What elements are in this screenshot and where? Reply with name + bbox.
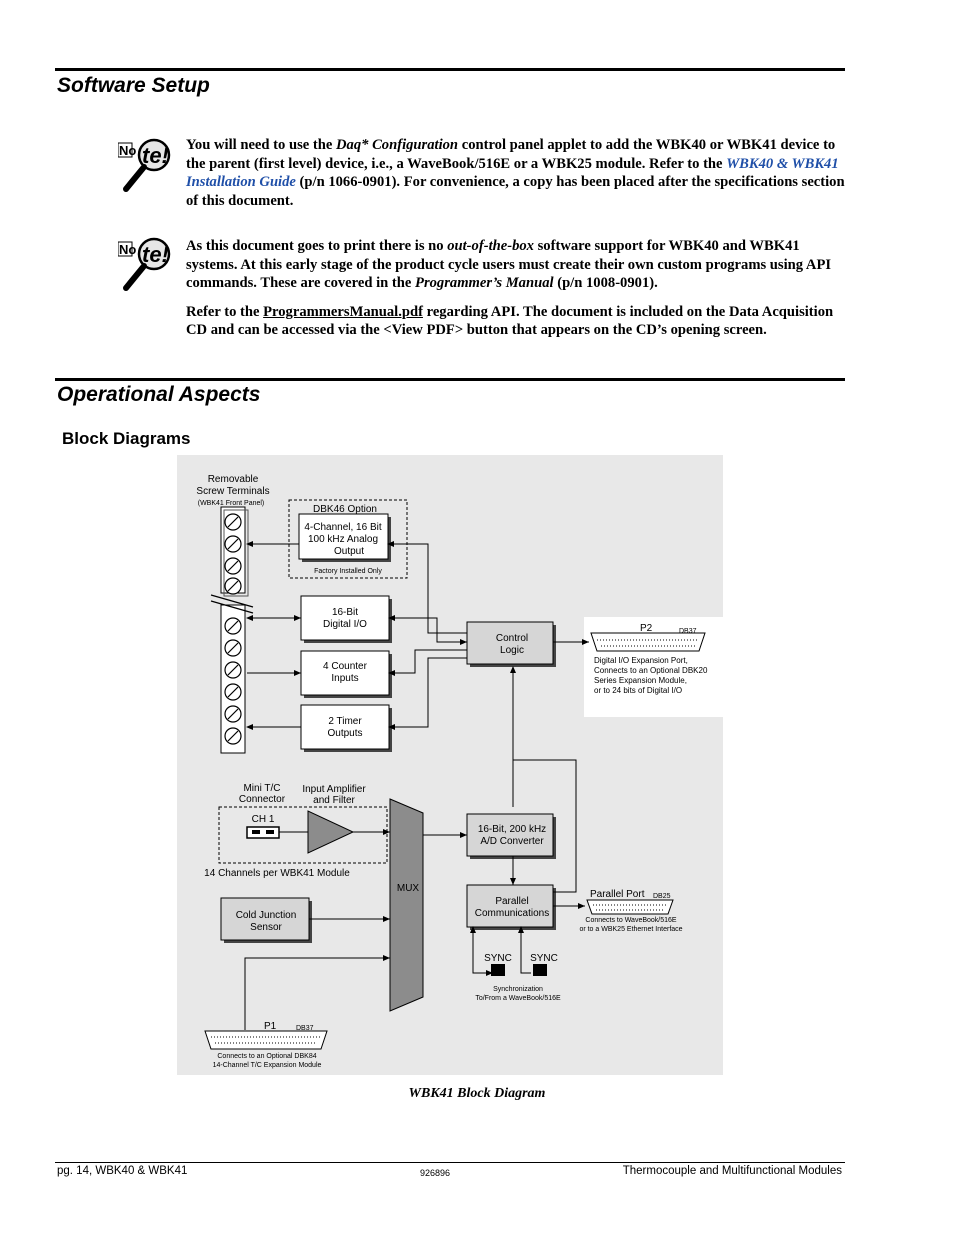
timer-outputs-block — [300, 704, 390, 750]
sync-label-1: SYNC — [484, 953, 512, 964]
wbk41-block-diagram: Removable Screw Terminals (WBK41 Front P… — [177, 455, 723, 1075]
p2-desc-4: or to 24 bits of Digital I/O — [594, 686, 682, 695]
amplifier-triangle-icon — [307, 810, 355, 854]
analog-output-label-3: Output — [334, 546, 364, 557]
input-amp-label-2: and Filter — [313, 795, 355, 806]
note-1-text-part: (p/n 1066-0901). For convenience, a copy… — [186, 174, 845, 209]
parallel-comm-block — [466, 884, 554, 928]
control-logic-block — [466, 621, 554, 665]
sync-in-jack-icon — [491, 964, 505, 976]
p2-db37-connector — [590, 632, 706, 652]
adc-label-2: A/D Converter — [480, 836, 544, 847]
footer-manual-title: Thermocouple and Multifunctional Modules — [622, 1165, 842, 1177]
section-title-operational-aspects: Operational Aspects — [57, 383, 261, 406]
note-icon: No te! — [118, 138, 171, 192]
parallel-comm-label-1: Parallel — [495, 896, 528, 907]
cjs-label-1: Cold Junction — [236, 910, 297, 921]
figure-caption: WBK41 Block Diagram — [408, 1086, 546, 1101]
adc-label-1: 16-Bit, 200 kHz — [478, 824, 546, 835]
daq-configuration-term: Daq* Configuration — [336, 137, 459, 153]
p1-db37-label: DB37 — [296, 1025, 314, 1032]
screw-terminals-label: Screw Terminals — [196, 486, 269, 497]
note-1-text: You will need to use the Daq* Configurat… — [186, 136, 846, 220]
control-logic-label-1: Control — [496, 633, 528, 644]
analog-output-block — [298, 513, 389, 560]
sync-label-2: SYNC — [530, 953, 558, 964]
installation-guide-link[interactable]: WBK40 & WBK41 Installation Guide — [186, 155, 839, 191]
sync-desc-1: Synchronization — [493, 986, 543, 993]
sync-out-jack-icon — [533, 964, 547, 976]
mux-block — [389, 798, 424, 1012]
note-2-text-part: As this document goes to print there is … — [186, 238, 448, 254]
counter-inputs-block — [300, 650, 390, 696]
control-logic-label-2: Logic — [500, 645, 524, 656]
note-2-text-part: Refer to the — [186, 303, 264, 320]
mini-tc-connector-icon — [246, 826, 280, 839]
p2-db37-label: DB37 — [679, 628, 697, 635]
note-1-text-part: You will need to use the — [186, 137, 336, 153]
screw-terminal-strip — [210, 506, 254, 754]
sync-desc-2: To/From a WaveBook/516E — [475, 995, 561, 1002]
input-channel-box — [218, 806, 388, 864]
parallel-comm-label-2: Communications — [475, 908, 549, 919]
input-amp-label-1: Input Amplifier — [302, 784, 366, 795]
p2-desc-2: Connects to an Optional DBK20 — [594, 666, 708, 675]
factory-installed-label: Factory Installed Only — [314, 568, 382, 575]
digital-io-label-2: Digital I/O — [323, 619, 367, 630]
svg-text:No: No — [119, 242, 136, 257]
cjs-label-2: Sensor — [250, 922, 282, 933]
counter-label-2: Inputs — [331, 673, 358, 684]
note-2-text-part: software support for WBK40 and WBK41 sys… — [186, 238, 832, 291]
programmers-manual-pdf-link[interactable]: ProgrammersManual.pdf — [263, 303, 423, 320]
timer-label-2: Outputs — [327, 728, 362, 739]
p1-desc-2: 14-Channel T/C Expansion Module — [213, 1062, 322, 1069]
note-2-text-part: regarding API. The document is included … — [186, 303, 834, 339]
programmers-manual-term: Programmer’s Manual — [415, 275, 554, 291]
note-2-text: As this document goes to print there is … — [186, 237, 846, 350]
front-panel-label: (WBK41 Front Panel) — [198, 500, 265, 507]
svg-text:te!: te! — [142, 143, 169, 168]
p2-desc-1: Digital I/O Expansion Port, — [594, 656, 688, 665]
ch1-label: CH 1 — [252, 814, 275, 825]
parallel-port-db25-connector — [586, 899, 674, 915]
db25-label: DB25 — [653, 893, 671, 900]
timer-label-1: 2 Timer — [328, 716, 362, 727]
dbk46-option-label: DBK46 Option — [313, 504, 377, 515]
channels-note: 14 Channels per WBK41 Module — [204, 868, 350, 879]
p1-db37-connector — [204, 1030, 328, 1050]
note-1-text-part: control panel applet to add the WBK40 or… — [186, 137, 836, 172]
subsection-title-block-diagrams: Block Diagrams — [62, 429, 191, 448]
parallel-port-desc-1: Connects to WaveBook/516E — [585, 917, 677, 924]
digital-io-block — [300, 595, 390, 641]
section-rule-operational — [55, 378, 845, 381]
p1-label: P1 — [264, 1021, 277, 1032]
p1-desc-1: Connects to an Optional DBK84 — [217, 1053, 316, 1060]
p2-label: P2 — [640, 623, 653, 634]
footer-page-number: pg. 14, WBK40 & WBK41 — [57, 1165, 188, 1177]
footer-rule — [55, 1162, 845, 1163]
analog-output-label-2: 100 kHz Analog — [308, 534, 378, 545]
out-of-the-box-term: out-of-the-box — [447, 238, 534, 254]
adc-block — [466, 813, 554, 857]
parallel-port-label: Parallel Port — [590, 889, 645, 900]
mux-label: MUX — [397, 883, 420, 894]
parallel-port-desc-2: or to a WBK25 Ethernet Interface — [579, 926, 682, 933]
removable-label: Removable — [208, 474, 259, 485]
note-2-text-part: (p/n 1008-0901). — [553, 275, 658, 291]
p2-desc-3: Series Expansion Module, — [594, 676, 687, 685]
mini-tc-label-2: Connector — [239, 794, 286, 805]
svg-text:No: No — [119, 143, 136, 158]
section-rule-top — [55, 68, 845, 71]
dbk46-option-box — [288, 499, 408, 579]
counter-label-1: 4 Counter — [323, 661, 368, 672]
note-icon: No te! — [118, 237, 171, 291]
digital-io-label-1: 16-Bit — [332, 607, 358, 618]
analog-output-label-1: 4-Channel, 16 Bit — [304, 522, 381, 533]
mini-tc-label-1: Mini T/C — [243, 783, 280, 794]
svg-text:te!: te! — [142, 242, 169, 267]
footer-document-number: 926896 — [420, 1168, 451, 1178]
section-title-software-setup: Software Setup — [57, 74, 210, 97]
